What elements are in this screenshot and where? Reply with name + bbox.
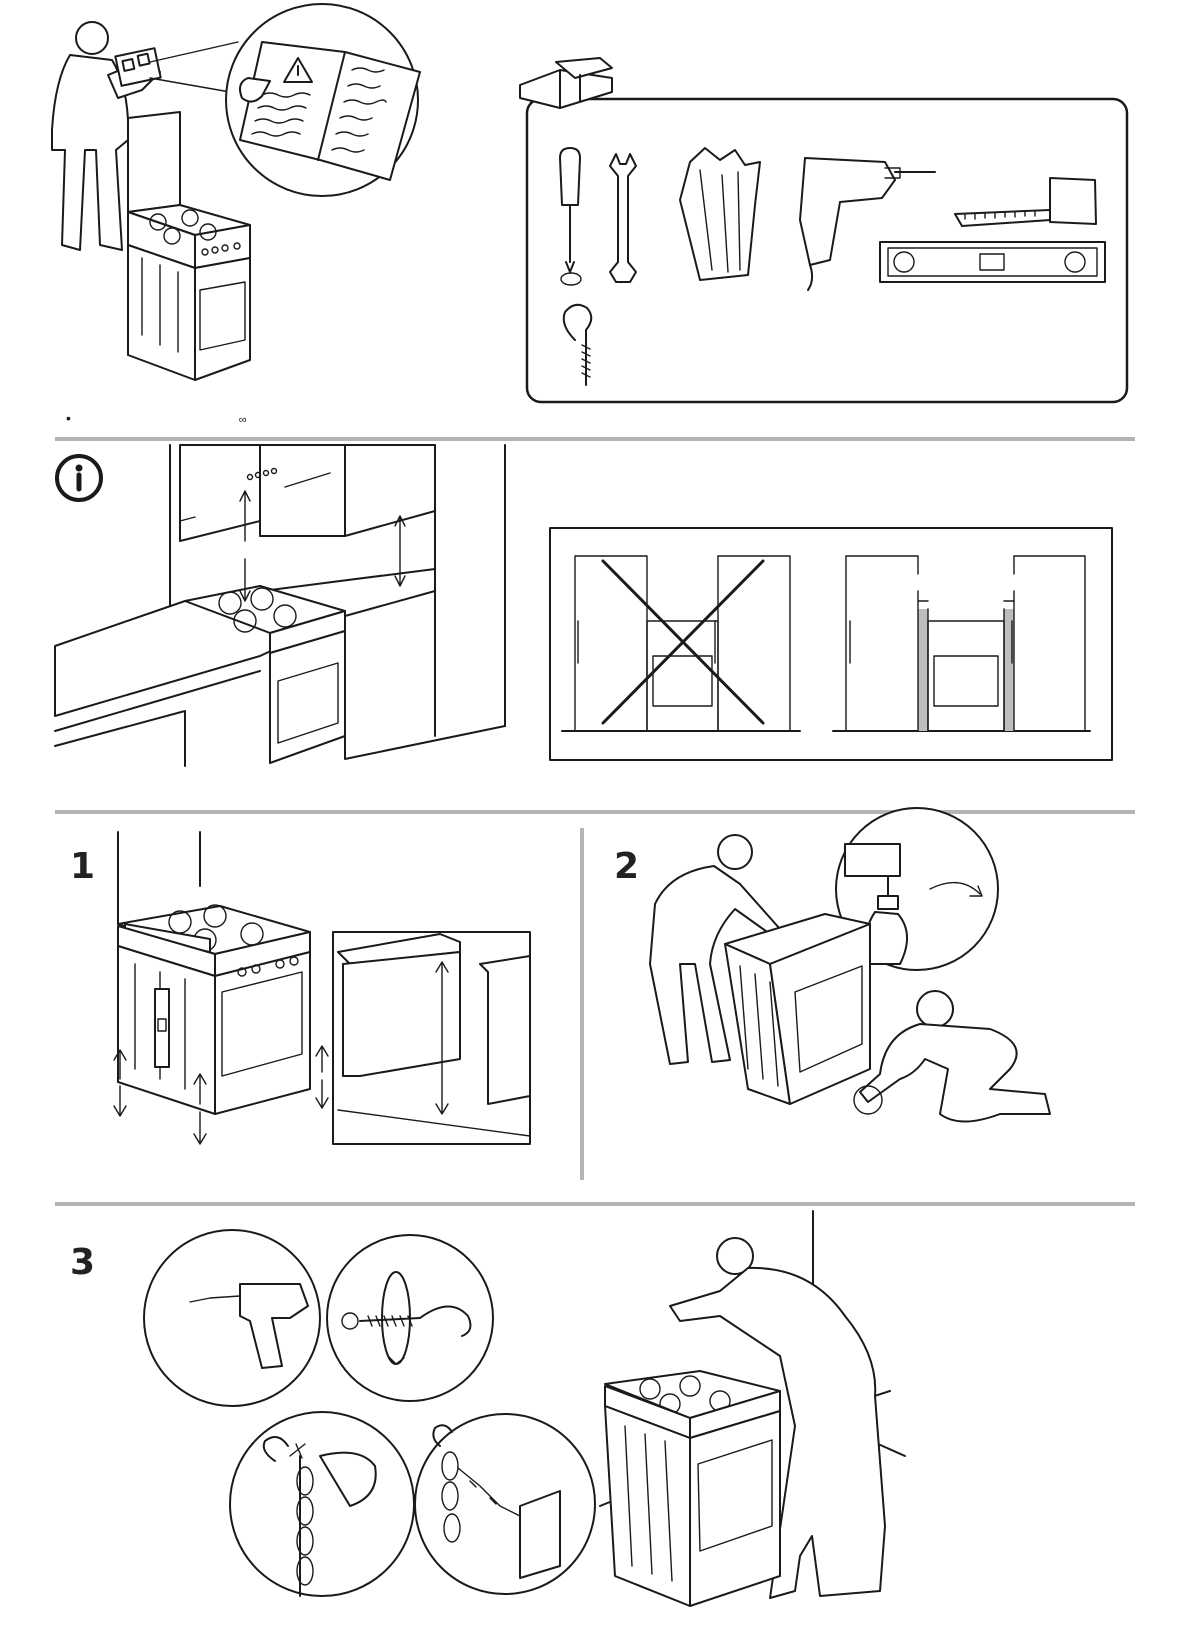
kitchen-scene (55, 445, 505, 766)
illustration-kitchen-clearances (0, 441, 1191, 811)
drill-zoom-circle (144, 1230, 320, 1406)
bullet-note: • ∞ (66, 410, 247, 426)
chain-hook-zoom-circle (230, 1412, 414, 1596)
illustration-step-2-feet (0, 814, 1191, 1204)
section-clearances (0, 441, 1191, 811)
wrench-icon (610, 154, 636, 282)
section-read-and-tools: • ∞ (0, 0, 1191, 430)
section-step-3: 3 (0, 1206, 1191, 1651)
bullet-mark: • (66, 410, 71, 426)
person-and-cooker (600, 1211, 905, 1606)
chain-attached-zoom-circle (415, 1414, 595, 1594)
tools-panel (520, 58, 1127, 402)
hook-screw-zoom-circle (327, 1235, 493, 1401)
illustration-read-manual (0, 0, 1191, 430)
illustration-step-3-chain (0, 1206, 1191, 1651)
tape-measure-icon (955, 178, 1096, 226)
bullet-suffix: ∞ (239, 414, 247, 426)
gloves-icon (680, 148, 760, 280)
clearance-comparison (550, 528, 1112, 760)
section-steps-1-2: 1 (0, 814, 1191, 1204)
correct-clearance (833, 556, 1090, 731)
manual-zoom-circle (226, 4, 420, 196)
info-icon (57, 456, 101, 500)
incorrect-clearance (562, 556, 800, 731)
spirit-level-icon (880, 242, 1105, 282)
cooker-standalone (128, 112, 250, 380)
hook-icon (564, 305, 592, 385)
toolbox-icon (520, 58, 612, 108)
screwdriver-icon (560, 148, 581, 285)
